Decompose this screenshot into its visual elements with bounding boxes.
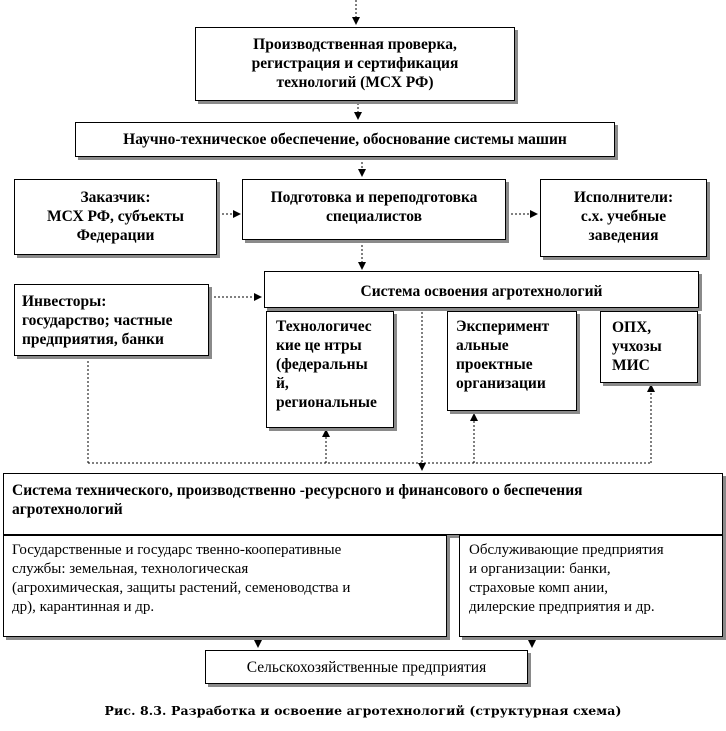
opx-text: ОПХ, учхозы МИС <box>612 319 662 374</box>
service-companies-text: Обслуживающие предприятия и организации:… <box>469 542 664 615</box>
mastering-system-box <box>264 271 699 308</box>
training-box <box>242 179 506 240</box>
opx-box <box>600 311 698 383</box>
tech-centers-text: Технологичес кие це нтры (федеральны й, … <box>276 318 377 411</box>
investors-box <box>14 284 209 356</box>
state-services-text: Государственные и государс твенно-коопер… <box>12 542 351 615</box>
service-companies-box <box>459 535 723 637</box>
production-check-box <box>195 27 515 101</box>
executors-box <box>540 179 707 257</box>
state-services-box <box>3 535 447 637</box>
customer-box <box>14 179 217 255</box>
customer-text: Заказчик: МСХ РФ, субъекты Федерации <box>47 189 184 244</box>
tech-centers-box <box>266 311 394 428</box>
agri-enterprises-box <box>205 650 528 684</box>
training-text: Подготовка и переподготовка специалистов <box>270 189 478 225</box>
support-system-box <box>3 473 723 535</box>
scientific-support-box <box>75 122 615 157</box>
scientific-support-text: Научно-техническое обеспечение, обоснова… <box>123 131 567 148</box>
experimental-text: Эксперимент альные проектные организации <box>456 318 550 392</box>
mastering-system-text: Система освоения агротехнологий <box>360 283 603 300</box>
agri-enterprises-text: Сельскохозяйственные предприятия <box>246 659 487 676</box>
support-system-text: Система технического, производственно -р… <box>12 482 583 518</box>
figure-caption: Рис. 8.3. Разработка и освоение агротехн… <box>104 703 622 718</box>
production-check-text: Производственная проверка, регистрация и… <box>251 36 459 91</box>
experimental-box <box>447 311 577 411</box>
executors-text: Исполнители: с.х. учебные заведения <box>573 189 674 244</box>
investors-text: Инвесторы: государство; частные предприя… <box>22 293 173 348</box>
